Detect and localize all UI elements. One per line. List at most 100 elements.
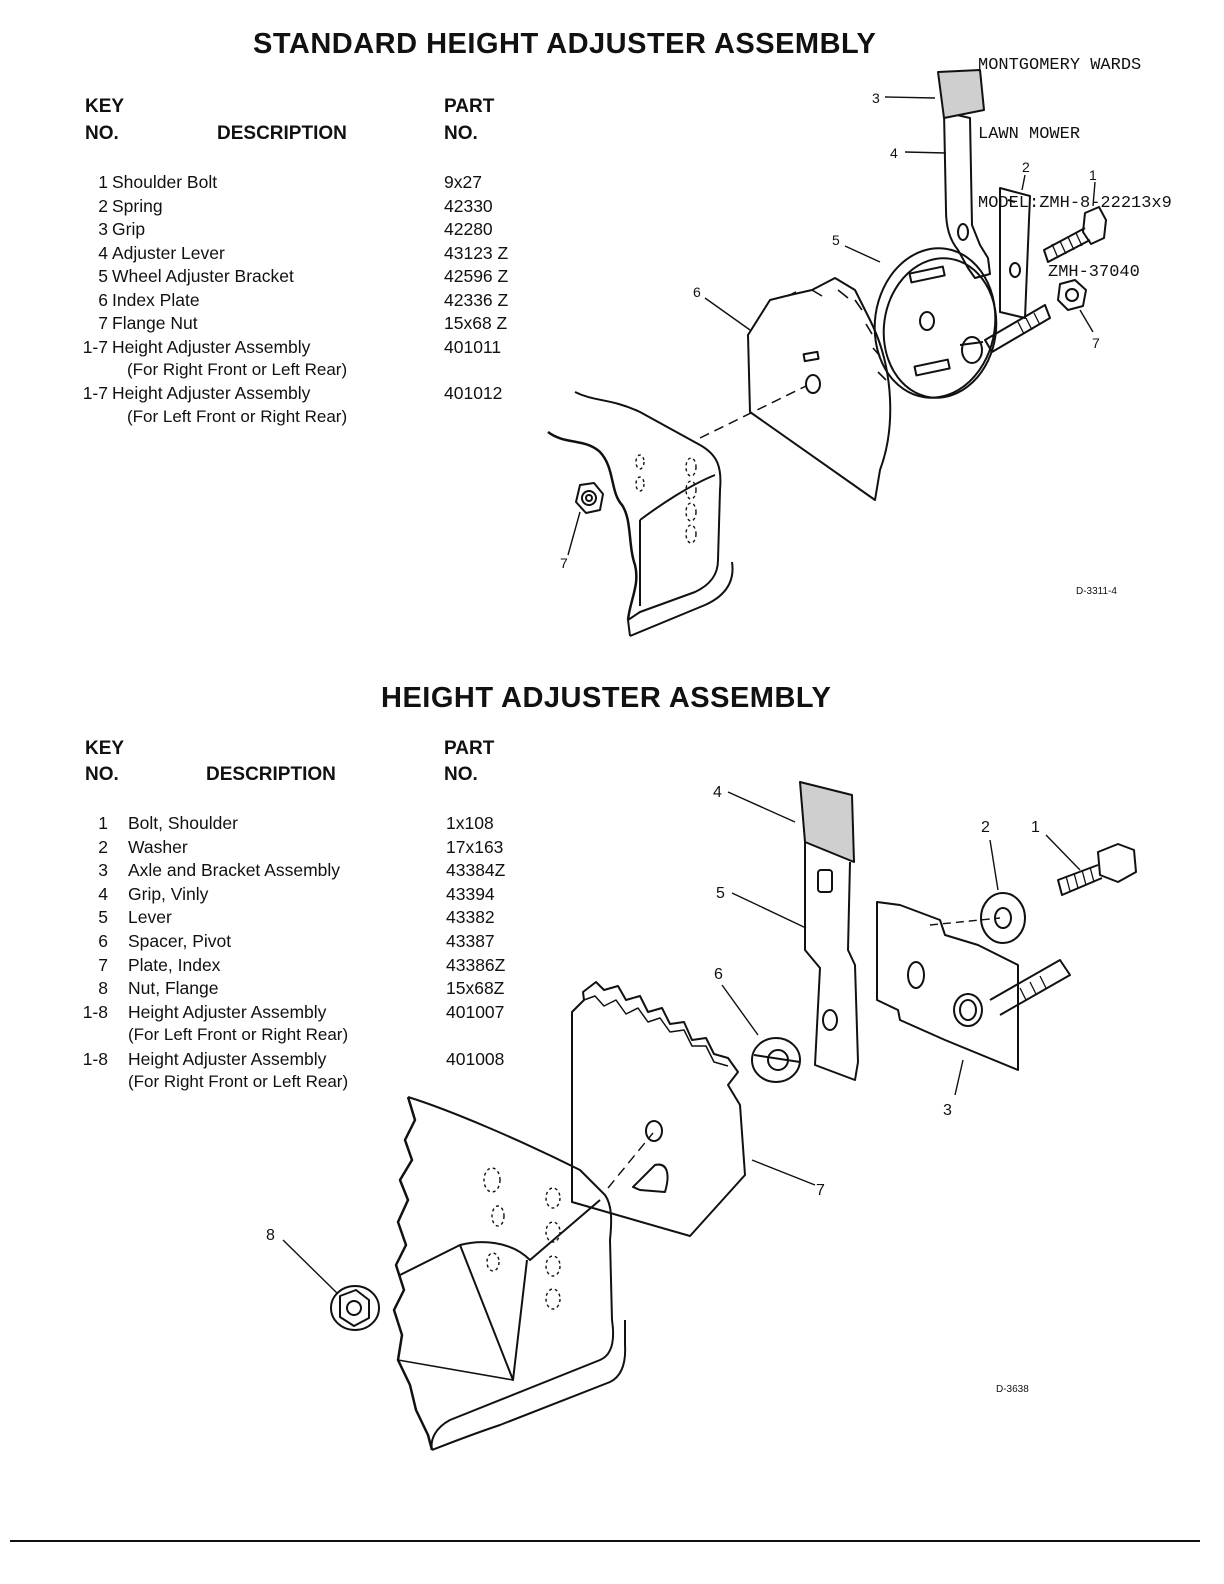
section1-exploded-diagram: 3 4 2 1 5 6 7 7 <box>547 69 1107 637</box>
index-plate <box>699 277 892 501</box>
callout-label: 4 <box>890 145 898 161</box>
description: Grip <box>112 219 146 239</box>
section2-description-header: DESCRIPTION <box>206 764 336 785</box>
section2-key-header-2: NO. <box>85 764 119 785</box>
key-no: 1 <box>98 813 108 833</box>
flange-nut <box>330 1285 380 1331</box>
part-no: 15x68Z <box>446 978 505 999</box>
callout-label: 2 <box>1022 159 1030 175</box>
callout-label: 8 <box>266 1227 275 1244</box>
key-no: 1-7 <box>82 337 108 357</box>
key-no: 4 <box>98 242 108 263</box>
lever <box>804 840 859 1081</box>
callout-label: 1 <box>1089 167 1097 183</box>
description: Bolt, Shoulder <box>128 813 238 833</box>
description: Spring <box>112 195 163 216</box>
callout-label: 3 <box>943 1102 952 1119</box>
callout-label: 4 <box>713 784 722 801</box>
diagram2-code: D-3638 <box>996 1384 1029 1395</box>
bottom-rule <box>10 1540 1200 1542</box>
description: Washer <box>128 836 188 857</box>
description: Shoulder Bolt <box>112 172 218 192</box>
part-no: 43384Z <box>446 860 506 881</box>
index-plate <box>571 981 746 1237</box>
part-no: 401011 <box>444 337 502 357</box>
part-no: 43386Z <box>446 954 506 975</box>
key-no: 7 <box>98 313 108 333</box>
description: Grip, Vinly <box>128 883 209 904</box>
section2-title: HEIGHT ADJUSTER ASSEMBLY <box>381 682 832 714</box>
description: Height Adjuster Assembly <box>112 337 311 357</box>
key-no: 2 <box>98 195 108 216</box>
description: Height Adjuster Assembly <box>112 383 311 403</box>
description: Plate, Index <box>128 954 221 975</box>
description: Nut, Flange <box>128 978 219 999</box>
key-no: 5 <box>98 907 108 928</box>
section1-key-header-2: NO. <box>85 123 119 144</box>
callout-label: 7 <box>560 555 568 571</box>
part-no: 401007 <box>446 1002 505 1022</box>
model-note-line3: MODEL:ZMH-8-22213x9 <box>978 194 1172 213</box>
callout-label: 5 <box>832 232 840 248</box>
washer <box>980 892 1026 944</box>
section2-part-header-1: PART <box>444 738 495 759</box>
description: Lever <box>128 907 172 928</box>
section2-key-header-1: KEY <box>85 738 125 759</box>
spring-part <box>999 187 1031 319</box>
shoulder-bolt <box>1057 843 1137 896</box>
description: Index Plate <box>112 289 200 310</box>
key-no: 1-8 <box>82 1049 108 1069</box>
part-no: 9x27 <box>444 172 482 192</box>
key-no: 4 <box>98 883 108 904</box>
description: Adjuster Lever <box>112 242 225 263</box>
description: Spacer, Pivot <box>128 931 232 951</box>
model-note: MONTGOMERY WARDS LAWN MOWER MODEL:ZMH-8-… <box>978 8 1172 307</box>
key-no: 1 <box>98 172 108 192</box>
row-note: (For Left Front or Right Rear) <box>128 1025 349 1044</box>
model-note-line4: ZMH-37040 <box>1048 263 1140 282</box>
part-no: 1x108 <box>446 813 494 833</box>
part-no: 42596 Z <box>444 266 509 286</box>
part-no: 43387 <box>446 931 495 951</box>
grip <box>937 69 985 119</box>
description: Axle and Bracket Assembly <box>128 860 341 881</box>
callout-label: 5 <box>716 885 725 902</box>
section2-part-header-2: NO. <box>444 764 478 785</box>
key-no: 3 <box>98 219 108 239</box>
section1-description-header: DESCRIPTION <box>217 123 347 144</box>
part-no: 42336 Z <box>444 289 509 310</box>
description: Height Adjuster Assembly <box>128 1049 327 1069</box>
key-no: 7 <box>98 954 108 975</box>
pivot-spacer <box>751 1037 801 1083</box>
callout-label: 7 <box>816 1182 825 1199</box>
part-no: 42280 <box>444 219 493 239</box>
key-no: 5 <box>98 266 108 286</box>
row-note: (For Right Front or Left Rear) <box>127 360 348 379</box>
callout-label: 7 <box>1092 335 1100 351</box>
key-no: 6 <box>98 931 108 951</box>
row-note: (For Right Front or Left Rear) <box>128 1072 349 1091</box>
vinyl-grip <box>799 781 855 863</box>
flange-nut-left <box>575 482 604 514</box>
shoulder-bolt-lower <box>984 304 1051 353</box>
mower-deck-housing <box>392 1096 627 1451</box>
callout-label: 6 <box>714 966 723 983</box>
section2-exploded-diagram: 4 5 6 2 1 3 7 8 <box>266 781 1137 1451</box>
key-no: 6 <box>98 289 108 310</box>
part-no: 43394 <box>446 883 495 904</box>
description: Wheel Adjuster Bracket <box>112 266 294 286</box>
callout-label: 6 <box>693 284 701 300</box>
shoulder-bolt-top <box>1043 206 1107 263</box>
section1-key-header-1: KEY <box>85 96 125 117</box>
section1-part-header-1: PART <box>444 96 495 117</box>
callout-label: 3 <box>872 90 880 106</box>
callout-label: 2 <box>981 819 990 836</box>
key-no: 2 <box>98 836 108 857</box>
row-note: (For Left Front or Right Rear) <box>127 407 348 426</box>
part-no: 43123 Z <box>444 242 509 263</box>
mower-deck-housing <box>547 391 734 637</box>
callout-label: 1 <box>1031 819 1040 836</box>
part-no: 15x68 Z <box>444 313 508 333</box>
diagram1-code: D-3311-4 <box>1076 586 1117 597</box>
section1-title: STANDARD HEIGHT ADJUSTER ASSEMBLY <box>253 28 877 60</box>
